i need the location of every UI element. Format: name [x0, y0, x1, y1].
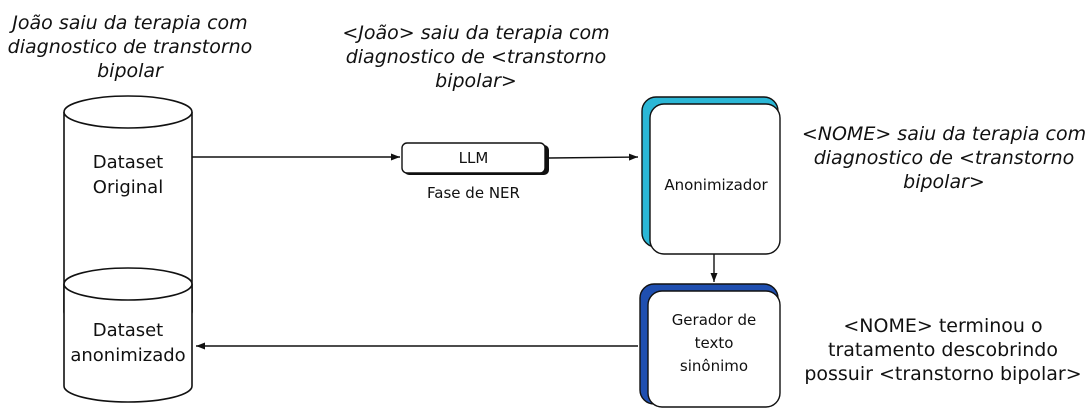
anonimizador-label: Anonimizador — [664, 176, 768, 194]
input-example-text: João saiu da terapia com diagnostico de … — [7, 12, 253, 82]
llm-label: LLM — [458, 149, 489, 167]
ner-example-text: <João> saiu da terapia com diagnostico d… — [342, 22, 610, 92]
llm-caption: Fase de NER — [427, 184, 520, 202]
arrow-llm-to-anonimizador — [548, 153, 639, 161]
dataset-anonimizado-cylinder — [63, 267, 193, 403]
anonimizador-box — [641, 96, 781, 255]
dataset-original-label: Dataset Original — [92, 152, 164, 198]
llm-box — [401, 142, 549, 175]
synonym-example-text: <NOME> terminou o tratamento descobrindo… — [804, 315, 1082, 385]
gerador-label: Gerador de texto sinônimo — [671, 311, 757, 375]
gerador-box — [639, 283, 781, 408]
dataset-anonimizado-label: Dataset anonimizado — [70, 320, 186, 366]
anon-example-text: <NOME> saiu da terapia com diagnostico d… — [801, 123, 1087, 193]
